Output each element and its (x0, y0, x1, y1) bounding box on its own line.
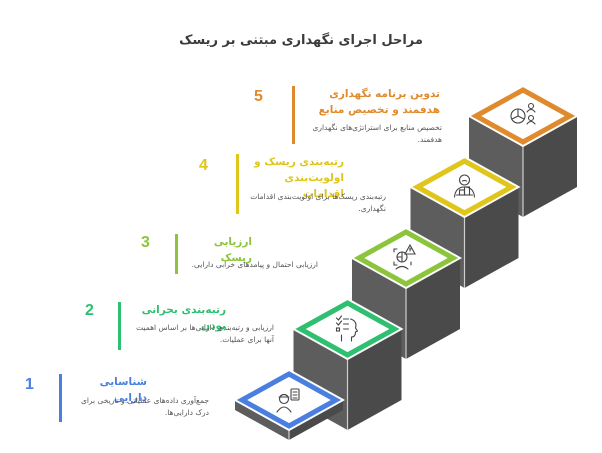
step-1-block (232, 368, 346, 440)
step-3-block (349, 226, 463, 359)
step-2-heading: رتبه‌بندی بحرانی بودن (141, 304, 226, 332)
step-1-top-face (236, 371, 342, 429)
step-3-heading: ارزیابی ریسک (213, 236, 252, 264)
step-number-5: 5 (254, 88, 263, 105)
pie-chart-people-icon (510, 102, 536, 125)
person-blocks-icon (453, 174, 476, 198)
step-5-description: تخصیص منابع برای استراتژی‌های نگهداری هد… (312, 123, 442, 144)
step-5-heading: تدوین برنامه نگهداری هدفمند و تخصیص مناب… (318, 88, 440, 116)
page-title: مراحل اجرای نگهداری مبتنی بر ریسک (179, 33, 423, 48)
step-5-right-face (523, 116, 577, 217)
step-4-right-face (464, 187, 519, 288)
step-1-heading: شناسایی دارایی (99, 376, 147, 404)
step-number-4: 4 (199, 157, 208, 174)
step-2-right-face (347, 329, 402, 430)
step-1-accent-bar (59, 374, 62, 422)
step-number-3: 3 (141, 234, 150, 251)
step-4-heading: رتبه‌بندی ریسک و اولویت‌بندی اقدامات (254, 156, 344, 200)
step-number-2: 2 (85, 302, 94, 319)
step-5-accent-bar (292, 86, 295, 144)
step-4-description: رتبه‌بندی ریسک‌ها برای اولویت‌بندی اقدام… (250, 192, 386, 213)
step-2-accent-bar (118, 302, 121, 350)
worker-clipboard-icon (276, 388, 300, 413)
step-1-right-face (289, 400, 343, 440)
step-2-description: ارزیابی و رتبه‌بندی دارایی‌ها بر اساس اه… (136, 323, 274, 344)
checklist-head-icon (335, 315, 359, 342)
step-3-accent-bar (175, 234, 178, 274)
step-3-right-face (406, 258, 460, 359)
step-3-description: ارزیابی احتمال و پیامدهای خرابی دارایی. (191, 260, 318, 269)
step-1-left-face (235, 400, 289, 440)
step-1-description: جمع‌آوری داده‌های عملیاتی و تاریخی برای … (80, 396, 209, 417)
step-3-top-face (353, 229, 459, 287)
risk-warning-icon (393, 243, 416, 270)
step-4-accent-bar (236, 154, 239, 214)
step-number-1: 1 (25, 376, 34, 393)
step-5-top-face (470, 87, 576, 145)
